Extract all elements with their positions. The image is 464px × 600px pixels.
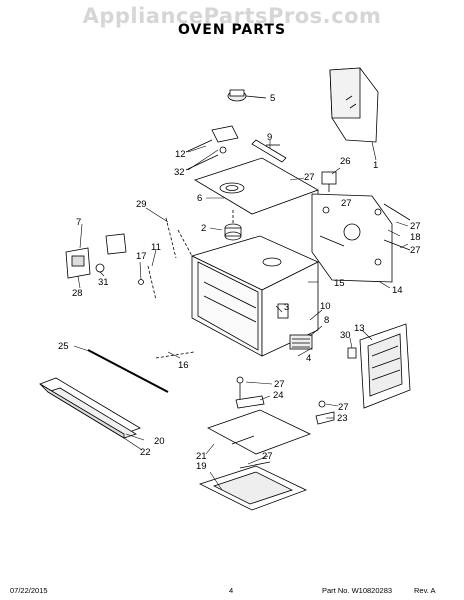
callout-18: 18 xyxy=(410,232,421,243)
callout-22: 22 xyxy=(140,447,151,458)
callout-labels: 1 2 3 4 5 6 7 8 9 10 11 12 13 14 15 16 1… xyxy=(58,93,421,472)
callout-21: 21 xyxy=(196,451,207,462)
callout-27-right-upper: 27 xyxy=(410,221,421,232)
footer-revision: Rev. A xyxy=(414,586,436,595)
part-connector xyxy=(321,171,337,192)
part-heater-bracket xyxy=(235,376,265,409)
callout-6: 6 xyxy=(197,193,202,204)
callout-11: 11 xyxy=(151,242,161,253)
callout-10: 10 xyxy=(320,301,331,312)
part-door-panel xyxy=(359,323,411,409)
callout-31: 31 xyxy=(98,277,109,288)
callout-25: 25 xyxy=(58,341,69,352)
leader-lines xyxy=(73,140,409,491)
part-23 xyxy=(315,400,335,425)
part-sensor xyxy=(227,89,267,102)
part-oven-cavity xyxy=(177,229,319,357)
callout-26: 26 xyxy=(340,156,351,167)
part-dashed-line xyxy=(165,217,177,259)
callout-9: 9 xyxy=(267,132,272,143)
callout-1: 1 xyxy=(373,160,378,171)
part-strip xyxy=(251,139,287,163)
callout-15: 15 xyxy=(334,278,345,289)
callout-29: 29 xyxy=(136,199,147,210)
part-top-panel xyxy=(194,157,319,215)
callout-27-top: 27 xyxy=(304,172,315,183)
callout-19: 19 xyxy=(196,461,207,472)
part-drawer-rails xyxy=(39,377,141,439)
callout-27-side: 27 xyxy=(341,198,352,209)
callout-5: 5 xyxy=(270,93,275,104)
watermark: AppliancePartsPros.com xyxy=(82,4,382,28)
callout-12: 12 xyxy=(175,149,186,160)
part-fan xyxy=(224,210,242,241)
part-vent xyxy=(289,334,313,350)
part-bracket xyxy=(185,125,239,171)
part-side-bracket xyxy=(311,193,411,283)
part-back-panel xyxy=(329,67,379,143)
part-bottom-element xyxy=(207,409,312,455)
callout-14: 14 xyxy=(392,285,403,296)
footer-page-number: 4 xyxy=(229,586,234,595)
callout-27-right-lower: 27 xyxy=(410,245,421,256)
part-rod xyxy=(87,349,169,393)
callout-32: 32 xyxy=(174,167,185,178)
callout-17: 17 xyxy=(136,251,147,262)
callout-4: 4 xyxy=(306,353,311,364)
callout-3: 3 xyxy=(284,302,289,313)
callout-2: 2 xyxy=(201,223,206,234)
part-left-small-parts xyxy=(65,233,157,301)
callout-20: 20 xyxy=(154,436,165,447)
callout-27-bottom: 27 xyxy=(262,451,273,462)
callout-30: 30 xyxy=(340,330,351,341)
callout-16: 16 xyxy=(178,360,189,371)
part-clip xyxy=(347,347,357,359)
footer-date: 07/22/2015 xyxy=(10,586,48,595)
page-title: OVEN PARTS xyxy=(177,22,287,38)
part-bottom-tray xyxy=(198,461,308,511)
callout-23: 23 xyxy=(337,413,348,424)
callout-27-mid: 27 xyxy=(274,379,285,390)
callout-27-right-bottom: 27 xyxy=(338,402,349,413)
callout-28: 28 xyxy=(72,288,83,299)
callout-8: 8 xyxy=(324,315,329,326)
callout-24: 24 xyxy=(273,390,284,401)
footer-part-number: Part No. W10820283 xyxy=(322,586,393,595)
callout-7: 7 xyxy=(76,217,81,228)
callout-13: 13 xyxy=(354,323,365,334)
